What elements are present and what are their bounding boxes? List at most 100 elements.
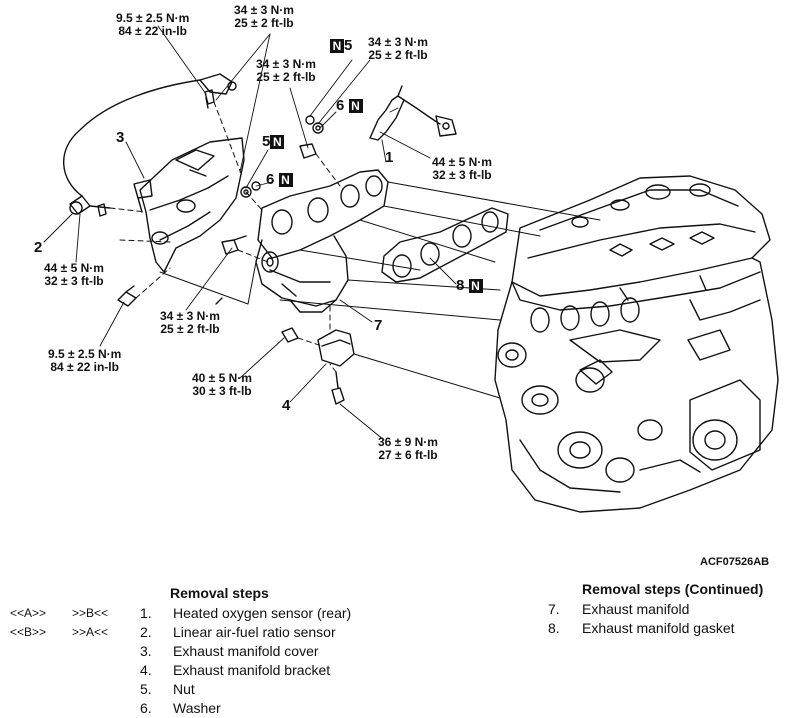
torque-metric: 9.5 ± 2.5 N·m — [48, 347, 122, 361]
torque-imperial: 30 ± 3 ft-lb — [192, 384, 252, 398]
leader-lines — [43, 25, 457, 441]
torque-spec-t8: 9.5 ± 2.5 N·m 84 ± 22 in-lb — [48, 348, 121, 374]
torque-imperial: 32 ± 3 ft-lb — [44, 274, 104, 288]
torque-spec-t6: 44 ± 5 N·m 32 ± 3 ft-lb — [44, 262, 104, 288]
removal-mark: >>B<< — [72, 606, 109, 620]
n-mark-icon: N — [348, 99, 363, 114]
list-item: 5. Nut — [10, 680, 410, 699]
removal-mark — [72, 661, 140, 680]
torque-spec-t4: 34 ± 3 N·m 25 ± 2 ft-lb — [368, 36, 428, 62]
step-text: Exhaust manifold bracket — [173, 662, 331, 678]
torque-metric: 34 ± 3 N·m — [234, 3, 294, 17]
torque-metric: 34 ± 3 N·m — [160, 309, 220, 323]
torque-imperial: 25 ± 2 ft-lb — [160, 322, 220, 336]
torque-metric: 34 ± 3 N·m — [368, 35, 428, 49]
figure-code: ACF07526AB — [700, 556, 770, 568]
installation-mark — [10, 661, 72, 680]
installation-mark — [10, 699, 72, 718]
removal-mark — [72, 680, 140, 699]
n-mark-icon: N — [330, 39, 344, 54]
step-number: 5. — [140, 681, 152, 697]
callout-7: 7 — [374, 317, 383, 334]
step-text: Washer — [173, 700, 221, 716]
callout-5-number: 5 — [262, 133, 271, 150]
engine-block — [494, 175, 779, 513]
n-mark-icon: N — [278, 173, 293, 188]
step-number: 2. — [140, 624, 152, 640]
callout-8: 8 N — [456, 278, 483, 294]
step-text: Heated oxygen sensor (rear) — [173, 605, 352, 621]
torque-imperial: 84 ± 22 in-lb — [50, 360, 119, 374]
torque-spec-t3: 34 ± 3 N·m 25 ± 2 ft-lb — [256, 58, 316, 84]
heated-oxygen-sensor-rear — [369, 85, 457, 141]
torque-spec-t1: 9.5 ± 2.5 N·m 84 ± 22 in-lb — [116, 12, 189, 38]
callout-6-number: 6 — [336, 97, 345, 114]
installation-mark — [10, 642, 72, 661]
step-text: Exhaust manifold gasket — [582, 620, 735, 636]
list-item: <<A>> >>B<< 1. Heated oxygen sensor (rea… — [10, 604, 410, 623]
torque-spec-t9: 40 ± 5 N·m 30 ± 3 ft-lb — [192, 372, 252, 398]
torque-imperial: 25 ± 2 ft-lb — [368, 48, 428, 62]
removal-steps-right: Removal steps (Continued) 7. Exhaust man… — [548, 581, 808, 638]
list-item: <<B>> >>A<< 2. Linear air-fuel ratio sen… — [10, 623, 410, 642]
installation-mark: <<A>> — [10, 606, 47, 620]
n-mark-icon: N — [270, 135, 285, 150]
step-number: 6. — [140, 700, 152, 716]
torque-imperial: 25 ± 2 ft-lb — [234, 16, 294, 30]
exhaust-manifold-cover — [133, 137, 245, 273]
callout-8-number: 8 — [456, 277, 465, 294]
linear-air-fuel-ratio-sensor — [63, 73, 237, 215]
list-item: 3. Exhaust manifold cover — [10, 642, 410, 661]
step-text: Linear air-fuel ratio sensor — [173, 624, 336, 640]
n-mark-icon: N — [468, 279, 483, 294]
exhaust-manifold-bracket — [317, 329, 355, 367]
removal-steps-continued-title: Removal steps (Continued) — [582, 581, 764, 597]
installation-mark — [10, 680, 72, 699]
removal-steps-title: Removal steps — [170, 585, 269, 601]
torque-metric: 44 ± 5 N·m — [432, 155, 492, 169]
torque-imperial: 27 ± 6 ft-lb — [378, 448, 438, 462]
torque-metric: 34 ± 3 N·m — [256, 57, 316, 71]
exhaust-manifold-gasket — [381, 207, 509, 283]
installation-mark: <<B>> — [10, 625, 47, 639]
torque-imperial: 25 ± 2 ft-lb — [256, 70, 316, 84]
list-item: 7. Exhaust manifold — [548, 600, 808, 619]
callout-6-number: 6 — [266, 171, 275, 188]
torque-metric: 40 ± 5 N·m — [192, 371, 252, 385]
callout-1: 1 — [385, 149, 394, 166]
callout-3: 3 — [116, 129, 125, 146]
step-number: 8. — [548, 620, 560, 636]
callout-4: 4 — [282, 397, 291, 414]
torque-metric: 36 ± 9 N·m — [378, 435, 438, 449]
removal-mark — [72, 699, 140, 718]
callout-5-number: 5 — [344, 37, 353, 54]
removal-mark: >>A<< — [72, 625, 109, 639]
step-text: Exhaust manifold — [582, 601, 690, 617]
step-text: Exhaust manifold cover — [173, 643, 319, 659]
callout-6-lower: 6 N — [266, 172, 293, 188]
diagram-drawing — [43, 25, 779, 513]
step-text: Nut — [173, 681, 195, 697]
list-item: 4. Exhaust manifold bracket — [10, 661, 410, 680]
torque-imperial: 32 ± 3 ft-lb — [432, 168, 492, 182]
step-number: 1. — [140, 605, 152, 621]
list-item: 8. Exhaust manifold gasket — [548, 619, 808, 638]
torque-spec-t5: 44 ± 5 N·m 32 ± 3 ft-lb — [432, 156, 492, 182]
list-item: 6. Washer — [10, 699, 410, 718]
exhaust-manifold — [255, 169, 389, 313]
removal-mark — [72, 642, 140, 661]
torque-spec-t7: 34 ± 3 N·m 25 ± 2 ft-lb — [160, 310, 220, 336]
step-number: 7. — [548, 601, 560, 617]
assembly-lines — [109, 101, 601, 399]
callout-2: 2 — [34, 239, 43, 256]
callout-6-upper: 6 N — [336, 98, 363, 114]
torque-imperial: 84 ± 22 in-lb — [118, 24, 187, 38]
torque-spec-t10: 36 ± 9 N·m 27 ± 6 ft-lb — [378, 436, 438, 462]
torque-metric: 44 ± 5 N·m — [44, 261, 104, 275]
step-number: 3. — [140, 643, 152, 659]
step-number: 4. — [140, 662, 152, 678]
torque-metric: 9.5 ± 2.5 N·m — [116, 11, 190, 25]
